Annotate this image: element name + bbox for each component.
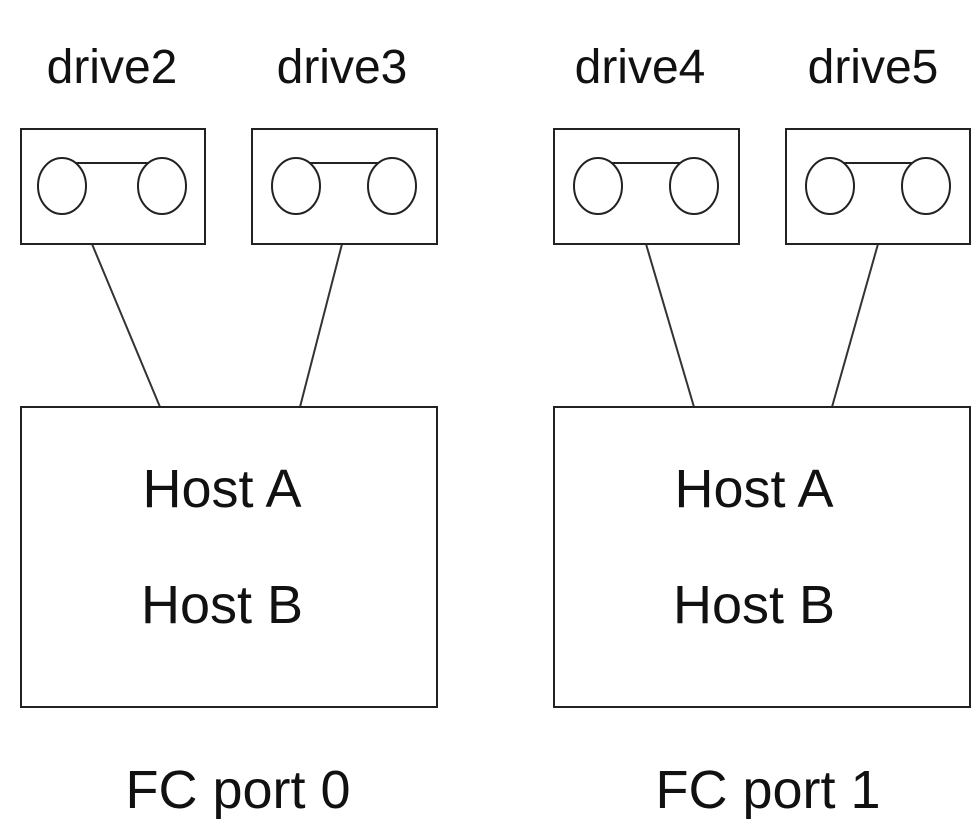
connection-drive5-hostbox [831,243,879,408]
host-label: Host A [142,459,301,519]
host-box: Host A Host B [553,406,971,708]
host-box: Host A Host B [20,406,438,708]
connection-drive4-hostbox [645,243,695,408]
host-label: Host B [141,575,303,635]
connection-drive2-hostbox [91,243,161,408]
host-label: Host A [674,459,833,519]
tape-drive-icon [553,128,740,245]
tape-drive-icon [20,128,206,245]
drive-label: drive5 [808,41,939,94]
host-label: Host B [673,575,835,635]
port-group-0: drive2 drive3 Host A Host B FC port 0 [20,41,438,820]
port-label: FC port 1 [655,760,880,820]
port-group-1: drive4 drive5 Host A Host B FC port 1 [553,41,971,820]
drive-label: drive4 [575,41,706,94]
drive-label: drive2 [47,41,178,94]
tape-drive-icon [785,128,971,245]
drive-label: drive3 [277,41,408,94]
tape-drive-icon [251,128,438,245]
connection-drive3-hostbox [299,243,343,408]
port-label: FC port 0 [125,760,350,820]
